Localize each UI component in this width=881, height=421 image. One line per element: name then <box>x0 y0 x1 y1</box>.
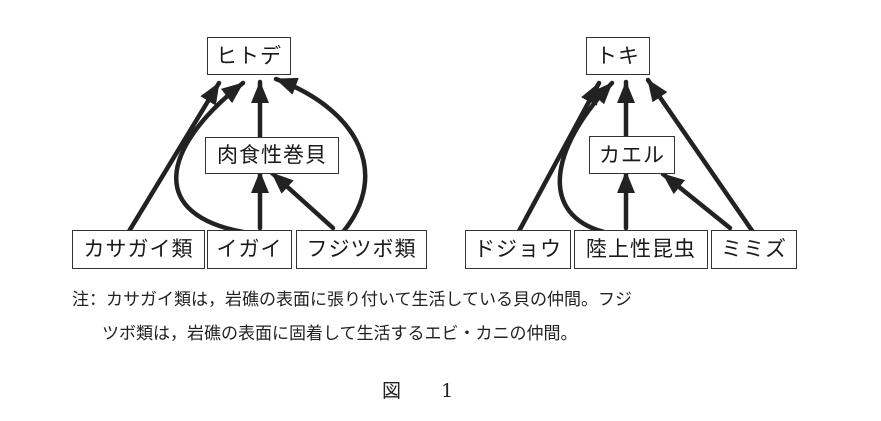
node-nikushokusei-makigai: 肉食性巻貝 <box>205 137 339 174</box>
node-kasagai: カサガイ類 <box>72 230 205 269</box>
node-dojou: ドジョウ <box>465 230 571 269</box>
node-toki: トキ <box>586 37 650 75</box>
arrow-dojou-to-toki <box>515 80 602 236</box>
node-mimizu: ミミズ <box>711 230 797 269</box>
footnote-line-2: ツボ類は，岩礁の表面に固着して生活するエビ・カニの仲間。 <box>102 324 578 344</box>
node-hitode: ヒトデ <box>207 37 291 75</box>
figure-caption: 図 1 <box>382 376 453 403</box>
figure-label: 図 <box>382 380 402 402</box>
node-rikujousei-konchu: 陸上性昆虫 <box>574 230 708 269</box>
node-igai: イガイ <box>207 230 292 269</box>
arrow-igai-to-hitode <box>174 80 246 235</box>
arrow-fujitsubo-to-makigai <box>269 170 336 231</box>
arrow-konchu-to-toki <box>557 80 615 235</box>
node-fujitsubo: フジツボ類 <box>296 230 427 269</box>
arrow-mimizu-to-kaeru <box>660 171 733 231</box>
arrow-fujitsubo-to-hitode <box>273 76 368 235</box>
node-kaeru: カエル <box>589 136 675 174</box>
arrow-kasagai-to-hitode <box>125 80 222 236</box>
arrow-mimizu-to-toki <box>645 77 756 235</box>
footnote-line-1: 注：カサガイ類は，岩礁の表面に張り付いて生活している貝の仲間。フジ <box>72 290 632 310</box>
figure-number: 1 <box>441 380 454 402</box>
